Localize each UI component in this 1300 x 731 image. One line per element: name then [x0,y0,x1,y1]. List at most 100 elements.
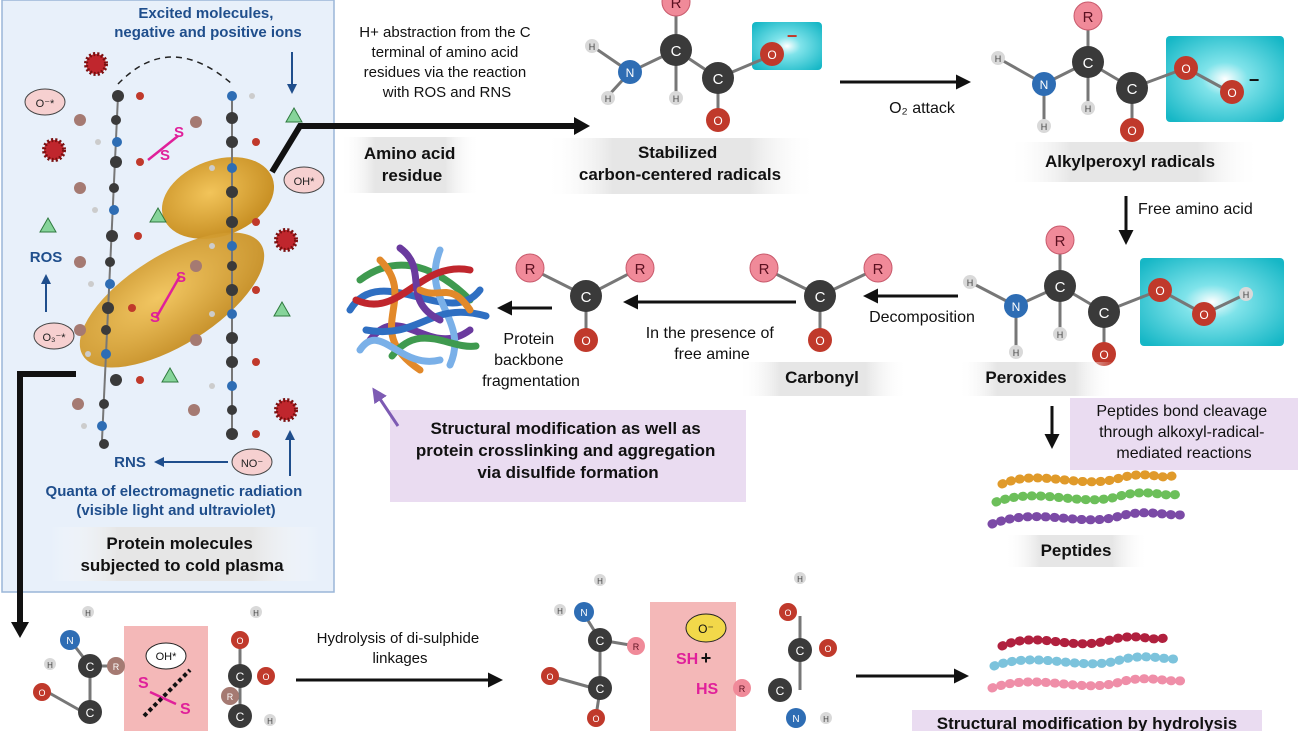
dashed-arc [117,56,233,85]
arrow-to-hydrolysis [17,371,76,624]
svg-text:R: R [671,0,682,12]
svg-text:N: N [626,66,635,80]
stabilized-radical-molecule: R H H N C H C O O − [585,0,822,132]
structural-hydrolysis-label: Structural modification by hydrolysis [937,714,1237,731]
svg-text:H: H [597,577,603,586]
svg-text:H: H [267,717,273,726]
svg-text:H: H [557,607,563,616]
svg-text:O: O [38,688,45,698]
alkylperoxyl-molecule: R H N H C H C O O O − [991,1,1284,142]
svg-text:R: R [525,261,536,278]
structural-hydrolysis-box [912,710,1262,731]
h-abstraction-label: H+ abstraction from the C terminal of am… [359,24,535,101]
svg-text:C: C [815,289,826,306]
svg-text:O: O [767,48,776,62]
svg-text:C: C [796,644,805,658]
svg-text:O: O [1199,308,1208,322]
cold-plasma-panel: Excited molecules, negative and positive… [1,0,335,593]
svg-text:R: R [759,261,770,278]
carbonyl-label: Carbonyl [785,368,859,387]
peptide-cleavage-box [1070,398,1298,470]
carbonyl-box [738,362,908,396]
svg-text:O₃⁻*: O₃⁻* [42,332,66,344]
svg-text:+: + [701,648,712,668]
svg-text:O: O [262,672,269,682]
svg-text:−: − [787,26,798,46]
svg-text:O: O [824,644,831,654]
gold-ellipse-upper [161,157,275,239]
svg-text:C: C [713,71,724,88]
protein-aggregate-icon [346,244,490,374]
carbonyl-molecule: R R C O [749,253,893,352]
starburst-icon [42,52,298,422]
disulfide-bond-lower: S S [150,269,186,326]
svg-text:O: O [1181,62,1190,76]
peptide-cleavage-label: Peptides bond cleavage through alkoxyl-r… [1096,403,1271,462]
free-amine-label: In the presence of free amine [646,325,779,363]
arrow-to-radicals [269,123,574,174]
svg-text:SH: SH [676,651,698,668]
svg-text:S: S [176,269,186,286]
svg-text:C: C [1055,279,1066,296]
svg-text:H: H [605,94,612,104]
svg-text:OH*: OH* [156,651,178,663]
svg-text:H: H [823,715,829,724]
svg-text:O⁻*: O⁻* [36,98,55,110]
svg-text:R: R [227,692,234,702]
protein-chain-right [188,91,260,440]
svg-text:O: O [784,608,791,618]
svg-text:C: C [86,706,95,720]
alkylperoxyl-box [1008,142,1260,182]
triangle-icon [39,106,303,383]
excited-molecules-label: Excited molecules, negative and positive… [114,5,302,41]
peroxides-label: Peroxides [985,368,1066,387]
svg-text:C: C [596,682,605,696]
svg-text:C: C [86,660,95,674]
svg-text:C: C [776,684,785,698]
svg-text:S: S [180,701,191,718]
disulfide-bond-upper: S S [147,124,184,164]
decomposition-label: Decomposition [869,309,975,326]
amino-acid-residue-box [340,137,480,193]
svg-text:O: O [236,636,243,646]
arrow-head-to-radicals [574,117,590,135]
svg-text:R: R [633,642,640,652]
svg-text:S: S [174,124,184,141]
disulfide-molecule: H N H C R C O R O H C O C H S S OH* [33,606,276,728]
svg-text:O: O [713,114,722,128]
svg-text:H: H [1085,104,1092,114]
ion-no: NO⁻ [231,448,273,476]
svg-text:R: R [873,261,884,278]
amino-acid-residue-label: Amino acid residue [364,144,460,185]
svg-text:N: N [1040,78,1049,92]
thiol-molecules: H N H C R C O O SH O⁻ + HS R H O C O C N… [541,572,837,728]
ion-oh-radical: OH* [283,166,325,194]
svg-text:S: S [150,309,160,326]
svg-text:S: S [138,675,149,692]
protein-chain-left [72,90,144,449]
svg-text:NO⁻: NO⁻ [241,458,264,470]
crosslinking-box [390,410,746,502]
svg-text:R: R [1055,233,1066,250]
svg-text:R: R [113,662,120,672]
svg-text:O: O [1127,124,1136,138]
disulfide-box [124,626,208,731]
quanta-label: Quanta of electromagnetic radiation (vis… [46,483,307,519]
svg-text:S: S [160,147,170,164]
svg-text:C: C [1127,81,1138,98]
rns-label: RNS [114,454,146,471]
svg-text:R: R [1083,9,1094,26]
peroxide-molecule: R H N H C H C O O O H [963,225,1284,366]
panel-caption: Protein molecules subjected to cold plas… [80,534,284,575]
svg-text:H: H [47,661,53,670]
svg-text:H: H [1243,290,1250,300]
svg-text:N: N [1012,300,1021,314]
svg-text:C: C [1083,55,1094,72]
svg-text:C: C [671,43,682,60]
svg-text:C: C [596,634,605,648]
ion-o3-radical: O₃⁻* [33,322,75,350]
gold-ellipse-lower [79,232,265,368]
carbonyl-molecule-left: R R C O [515,253,655,352]
